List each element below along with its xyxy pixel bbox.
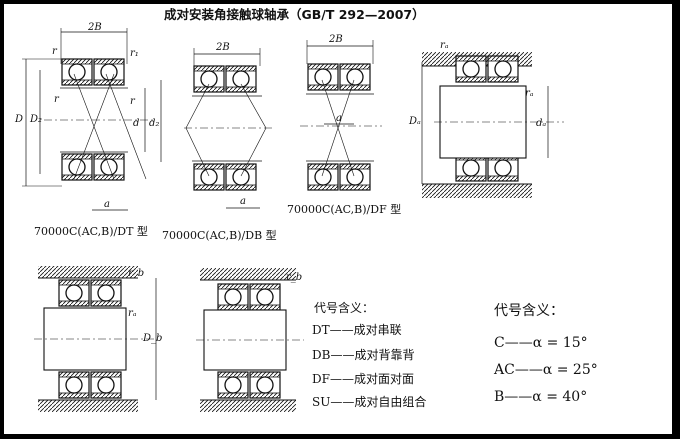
label-a-dt: a (104, 199, 110, 210)
legend-meaning: ——成对面对面 (329, 372, 414, 386)
legend-meaning: ——成对自由组合 (330, 395, 427, 409)
diagram-mount-db-right: r_b (196, 268, 304, 412)
legend-angle-c: C——α = 15° (494, 336, 588, 350)
label-Db: D_b (142, 333, 162, 344)
legend-code-dt: DT——成对串联 (312, 324, 402, 336)
label-d2-dt: d₂ (149, 118, 159, 129)
legend-meaning: ——成对串联 (329, 323, 402, 337)
label-D-dt: D (14, 114, 23, 125)
diagram-df: 2B a (300, 34, 382, 190)
legend-meaning: ——α = 15° (504, 335, 588, 351)
figure-title: 成对安装角接触球轴承（GB/T 292—2007） (164, 7, 425, 22)
legend-code: DT (312, 323, 330, 337)
legend-code: DB (312, 348, 331, 362)
label-rb-left: r_b (128, 268, 144, 279)
label-a-df: a (336, 113, 342, 124)
legend-code-df: DF——成对面对面 (312, 373, 414, 385)
diagram-dt: 2B D D₂ d d₂ r r₁ r r a (14, 22, 162, 211)
legend-angle-b: B——α = 40° (494, 390, 587, 404)
label-r1-dt: r₁ (130, 48, 139, 59)
legend-meaning: ——成对背靠背 (330, 348, 415, 362)
legend-code: B (494, 389, 505, 405)
label-2b-dt: 2B (87, 22, 102, 33)
legend-angle-ac: AC——α = 25° (494, 363, 598, 377)
legend-angles-title: 代号含义： (494, 303, 564, 319)
legend-code-db: DB——成对背靠背 (312, 349, 414, 361)
legend-code: C (494, 335, 505, 351)
diagram-mount-db-left: D_b r_b rₐ (34, 266, 162, 412)
legend-code: DF (312, 372, 330, 386)
label-da: dₐ (536, 118, 546, 129)
label-d-dt: d (133, 118, 139, 129)
label-a-db: a (240, 196, 246, 207)
label-ra-left: rₐ (128, 308, 137, 319)
caption-db: 70000C(AC,B)/DB 型 (162, 229, 277, 242)
label-ra-top: rₐ (440, 40, 449, 51)
label-ra-right: rₐ (525, 88, 534, 99)
legend-code: SU (312, 395, 331, 409)
label-r-dt-3: r (54, 94, 60, 105)
legend-meaning: ——α = 25° (514, 362, 598, 378)
label-Da: Dₐ (408, 116, 421, 127)
label-2b-df: 2B (328, 34, 343, 45)
caption-df: 70000C(AC,B)/DF 型 (287, 203, 402, 216)
label-rb-right: r_b (286, 272, 302, 283)
label-r-dt: r (52, 46, 58, 57)
label-r-dt-2: r (130, 96, 136, 107)
label-2b-db: 2B (215, 42, 230, 53)
legend-code-su: SU——成对自由组合 (312, 396, 426, 408)
legend-meaning: ——α = 40° (504, 389, 588, 405)
caption-dt: 70000C(AC,B)/DT 型 (34, 225, 148, 238)
legend-code: AC (494, 362, 515, 378)
bearing-drawings: 2B D D₂ d d₂ r r₁ r r a 2B (14, 22, 564, 412)
figure-frame: 2B D D₂ d d₂ r r₁ r r a 2B (4, 4, 672, 434)
label-D2-dt: D₂ (29, 114, 42, 125)
diagram-db: 2B a (184, 42, 272, 209)
diagram-mount-da: Dₐ dₐ rₐ rₐ (408, 40, 564, 198)
legend-codes-title: 代号含义： (314, 301, 375, 315)
